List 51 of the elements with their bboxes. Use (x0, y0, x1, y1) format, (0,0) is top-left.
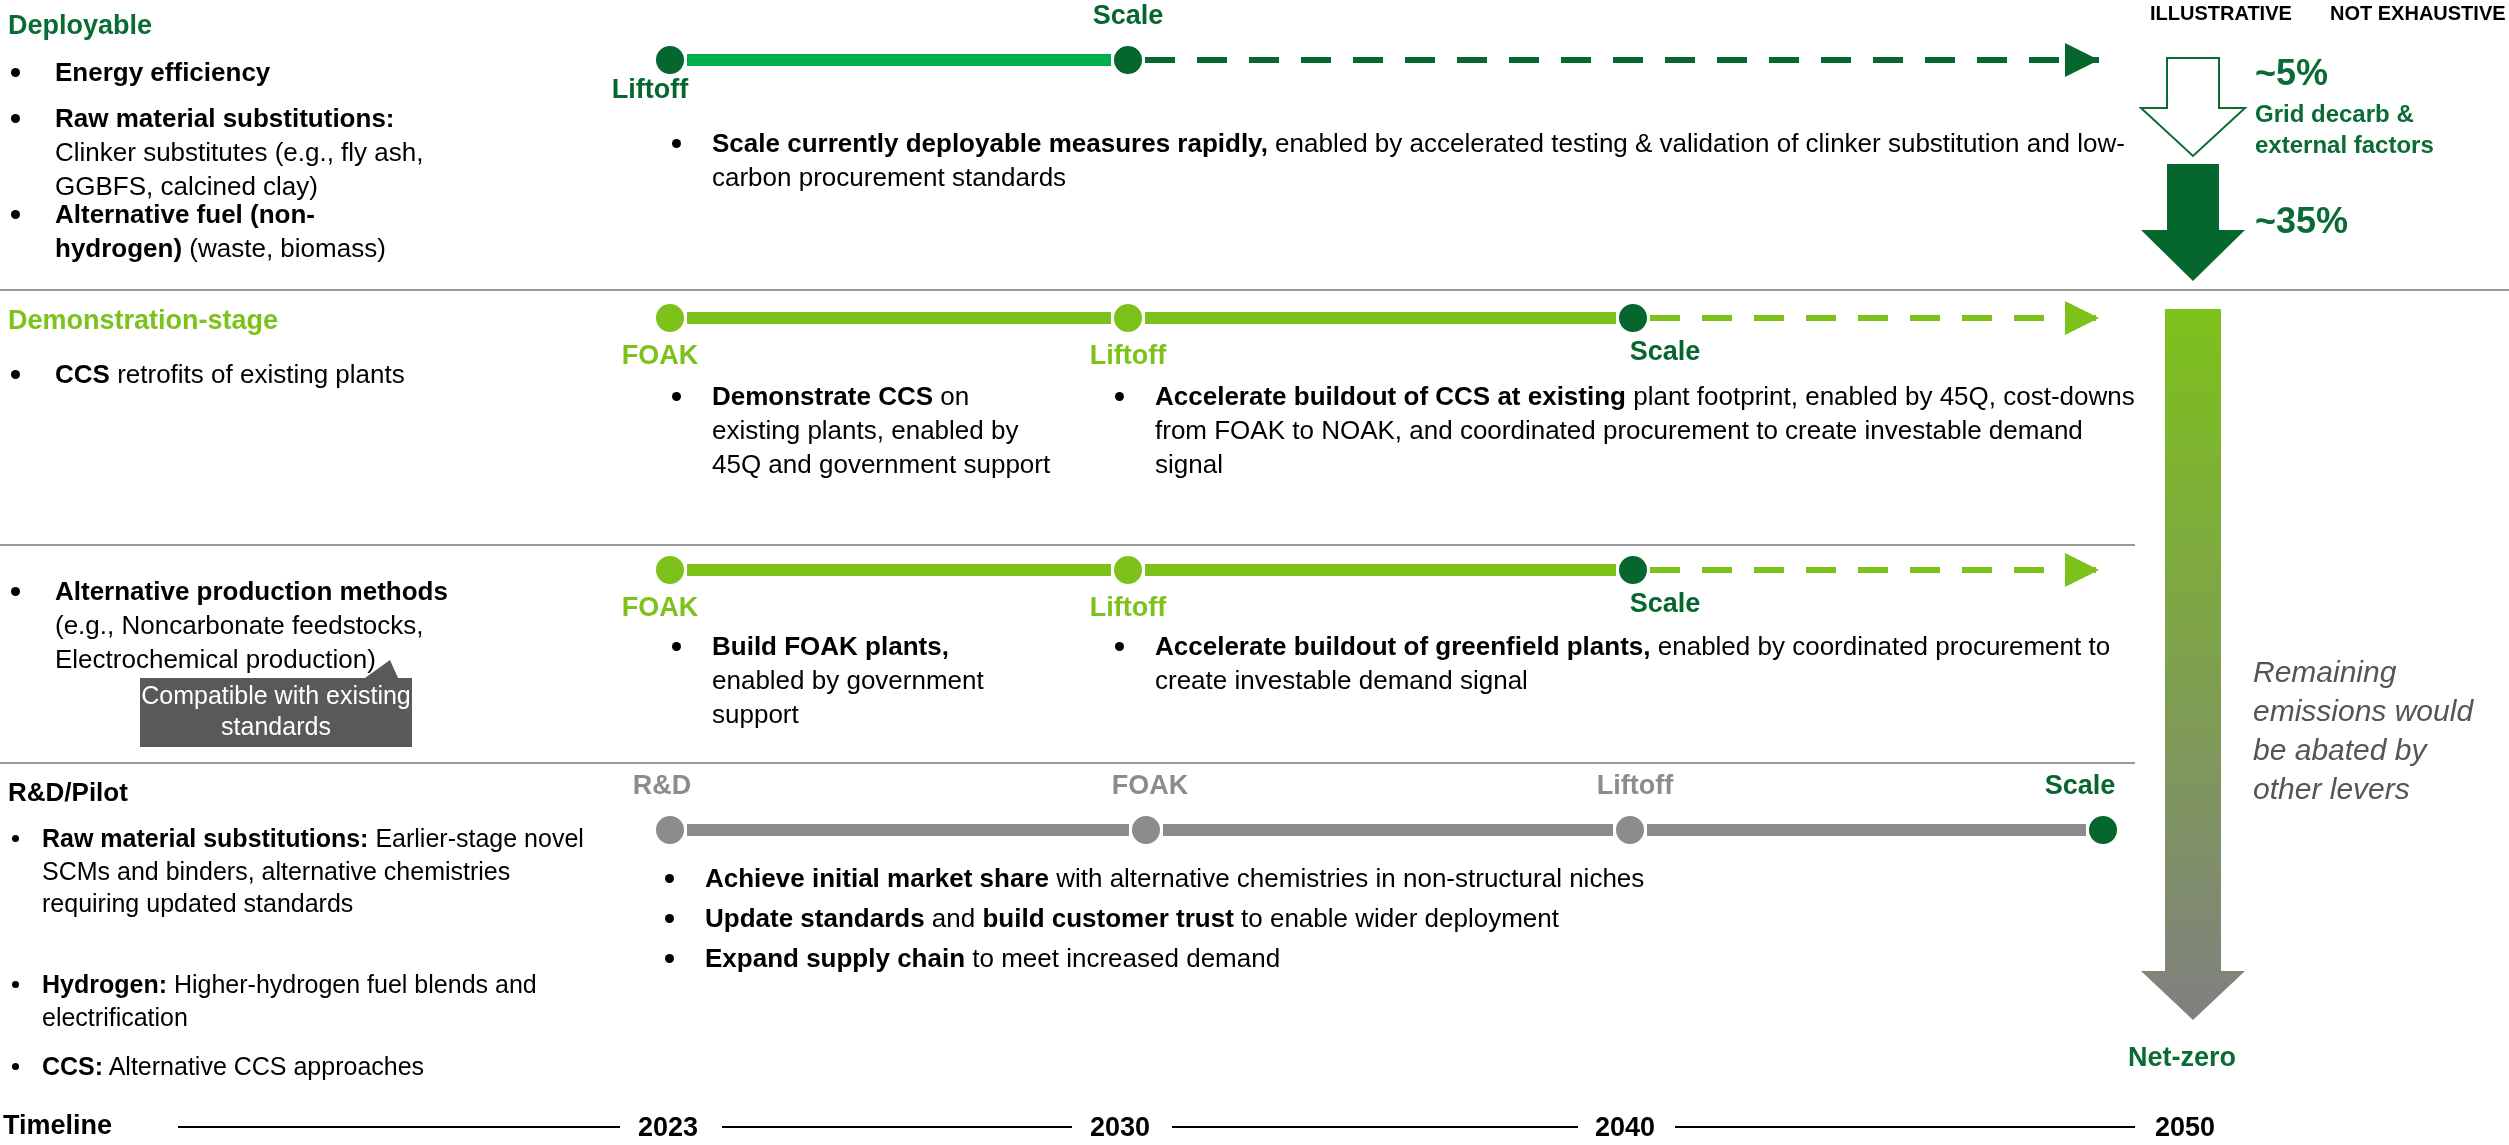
timeline-bar (1163, 824, 1613, 836)
timeline-bar (687, 564, 1111, 576)
year-label: 2023 (638, 1111, 699, 1144)
lever-item: CCS: Alternative CCS approaches (42, 1051, 426, 1082)
timeline-bar (1145, 312, 1616, 324)
milestone-label: R&D (632, 770, 692, 801)
row-heading: R&D/Pilot (8, 776, 128, 809)
milestone-label: FOAK (1111, 770, 1189, 801)
tag-label: NOT EXHAUSTIVE (2330, 1, 2506, 26)
milestone-label: FOAK (621, 340, 699, 371)
timeline-bar (687, 824, 1129, 836)
lever-item: Raw material substitutions: Earlier-stage novel SCMs and binders, alternative chemistries requiring updated standards (42, 823, 585, 919)
lever-item: CCS retrofits of existing plants (55, 358, 406, 391)
year-label: 2050 (2155, 1111, 2216, 1144)
milestone-label: Scale (2044, 770, 2116, 801)
dashed-arrow (1145, 43, 2099, 77)
milestone-label: Scale (1629, 588, 1701, 619)
milestone-label: FOAK (621, 592, 699, 623)
action-description: Accelerate buildout of greenfield plants, enabled by coordinated procurement to create investable demand signal (1155, 630, 2112, 697)
timeline-bar (687, 54, 1111, 66)
year-label: 2040 (1595, 1111, 1656, 1144)
row-heading: Deployable (8, 9, 153, 42)
action-description: Build FOAK plants, enabled by government support (712, 630, 985, 731)
lever-item: Hydrogen: Higher-hydrogen fuel blends and electrification (42, 969, 538, 1033)
dashed-arrow (1650, 553, 2099, 587)
percentage-value: ~5% (2255, 51, 2329, 95)
milestone-label: Liftoff (1596, 770, 1674, 801)
milestone-label: Scale (1092, 0, 1164, 31)
axis-title: Timeline (3, 1109, 113, 1142)
dashed-arrow (1650, 301, 2099, 335)
timeline-bar (1145, 564, 1616, 576)
tag-label: ILLUSTRATIVE (2150, 1, 2292, 26)
action-description: Update standards and build customer trust to enable wider deployment (705, 902, 1560, 935)
milestone-label: Liftoff (611, 74, 689, 105)
reduction-note: Grid decarb & external factors (2255, 99, 2435, 161)
action-description: Accelerate buildout of CCS at existing plant footprint, enabled by 45Q, cost-downs from FOAK to NOAK, and coordinated procurement to create investable demand signal (1155, 380, 2136, 481)
side-note: Remaining emissions would be abated by other levers (2253, 654, 2475, 807)
action-description: Scale currently deployable measures rapidly, enabled by accelerated testing & validation of clinker substitution and low-carbon procurement standards (712, 127, 2126, 194)
timeline-bar (687, 312, 1111, 324)
timeline-bar (1647, 824, 2086, 836)
percentage-value: ~35% (2255, 199, 2349, 243)
lever-item: Energy efficiency (55, 56, 272, 89)
action-description: Demonstrate CCS on existing plants, enabled by 45Q and government support (712, 380, 1052, 481)
year-label: 2030 (1090, 1111, 1151, 1144)
milestone-label: Liftoff (1089, 340, 1167, 371)
milestone-label: Liftoff (1089, 592, 1167, 623)
milestone-label: Scale (1629, 336, 1701, 367)
end-state-label: Net-zero (2128, 1041, 2236, 1074)
action-description: Achieve initial market share with alternative chemistries in non-structural niches (705, 862, 1646, 895)
row-heading: Demonstration-stage (8, 304, 279, 337)
action-description: Expand supply chain to meet increased demand (705, 942, 1282, 975)
